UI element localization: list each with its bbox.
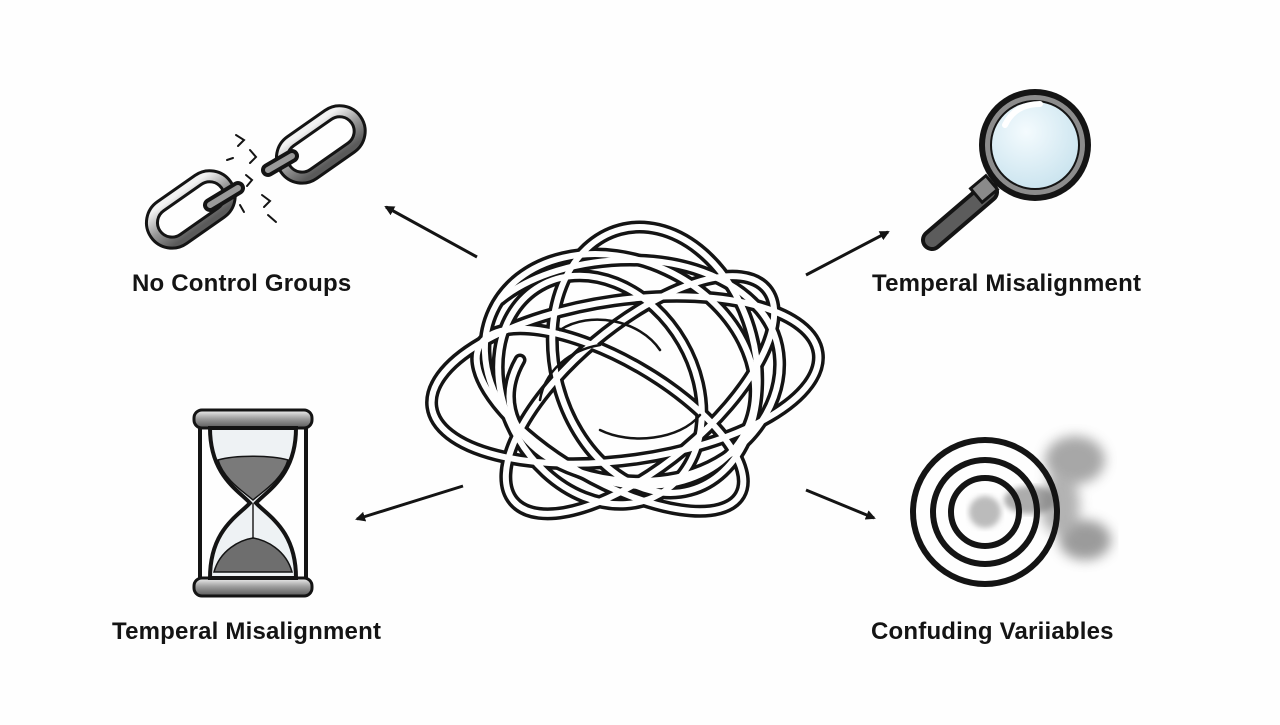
arrow-to-bottom-left	[355, 484, 464, 522]
arrows	[355, 205, 890, 522]
label-bottom-right: Confuding Variiables	[871, 618, 1114, 645]
hourglass-icon	[192, 408, 314, 598]
label-top-left: No Control Groups	[132, 270, 352, 297]
arrow-to-top-left	[384, 205, 478, 259]
arrow-to-bottom-right	[805, 488, 876, 520]
broken-chain-icon	[144, 104, 367, 250]
arrow-to-top-right	[805, 230, 890, 277]
label-top-right: Temperal Misalignment	[872, 270, 1142, 297]
tangled-knot-icon	[425, 220, 825, 521]
label-bottom-left: Temperal Misalignment	[112, 618, 382, 645]
magnifying-glass-icon	[921, 89, 1091, 251]
blurred-target-icon	[910, 436, 1111, 587]
